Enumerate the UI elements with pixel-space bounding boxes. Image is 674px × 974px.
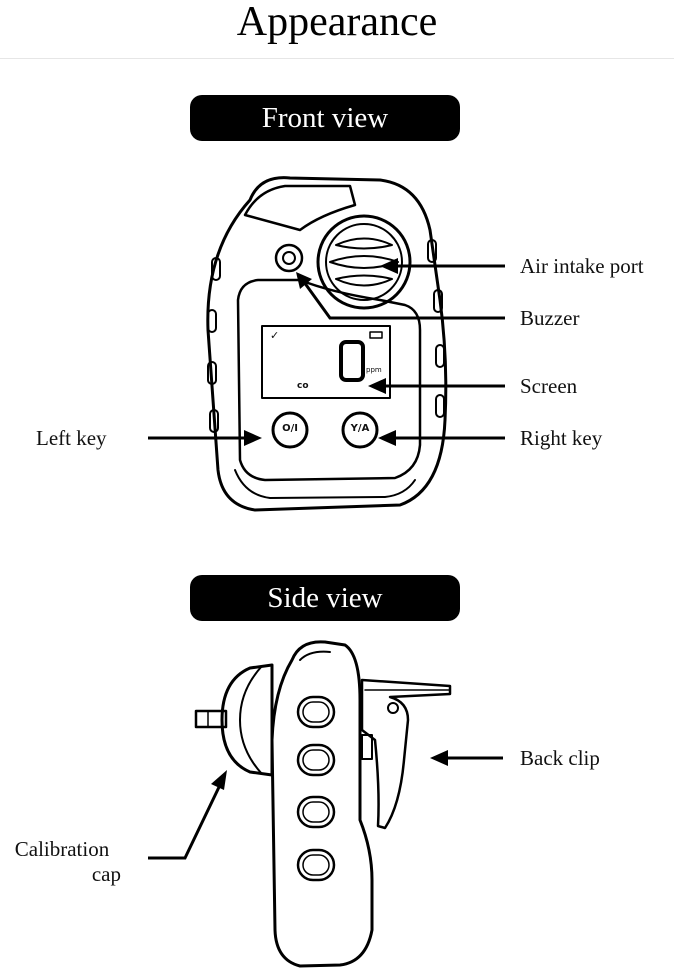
air-intake-port-label: Air intake port	[520, 254, 644, 278]
right-key-label: Right key	[520, 426, 603, 450]
screen-check-mark: ✓	[270, 330, 280, 342]
calibration-cap-label-line2: cap	[91, 862, 121, 886]
left-key-label: Left key	[36, 426, 107, 450]
left-key-glyph: O/I	[282, 423, 298, 434]
buzzer	[274, 243, 304, 273]
calibration-cap-label-line1: Calibration	[14, 837, 110, 861]
buzzer-label: Buzzer	[520, 306, 580, 330]
device-inner-panel	[236, 278, 422, 482]
page-title: Appearance	[236, 0, 438, 45]
side-button	[296, 795, 336, 829]
back-clip-label: Back clip	[520, 746, 600, 770]
screen-display	[261, 325, 391, 399]
left-key	[271, 411, 309, 449]
side-button	[296, 743, 336, 777]
side-view-badge: Side view	[190, 575, 460, 621]
front-view-badge: Front view	[190, 95, 460, 141]
right-key	[341, 411, 379, 449]
device-lower-swoosh	[234, 469, 416, 499]
right-key-glyph: Y/A	[350, 423, 370, 434]
device-side-body	[270, 640, 374, 968]
calibration-cap	[220, 663, 274, 777]
calibration-nozzle	[194, 709, 228, 729]
side-button	[296, 695, 336, 729]
screen-unit: ppm	[366, 366, 382, 374]
screen-label: Screen	[520, 374, 578, 398]
title-divider	[0, 58, 674, 59]
screen-gas-label: co	[297, 381, 309, 391]
back-clip	[360, 678, 452, 830]
side-button	[296, 848, 336, 882]
air-intake-port	[316, 214, 412, 310]
device-top-bump	[243, 184, 357, 232]
